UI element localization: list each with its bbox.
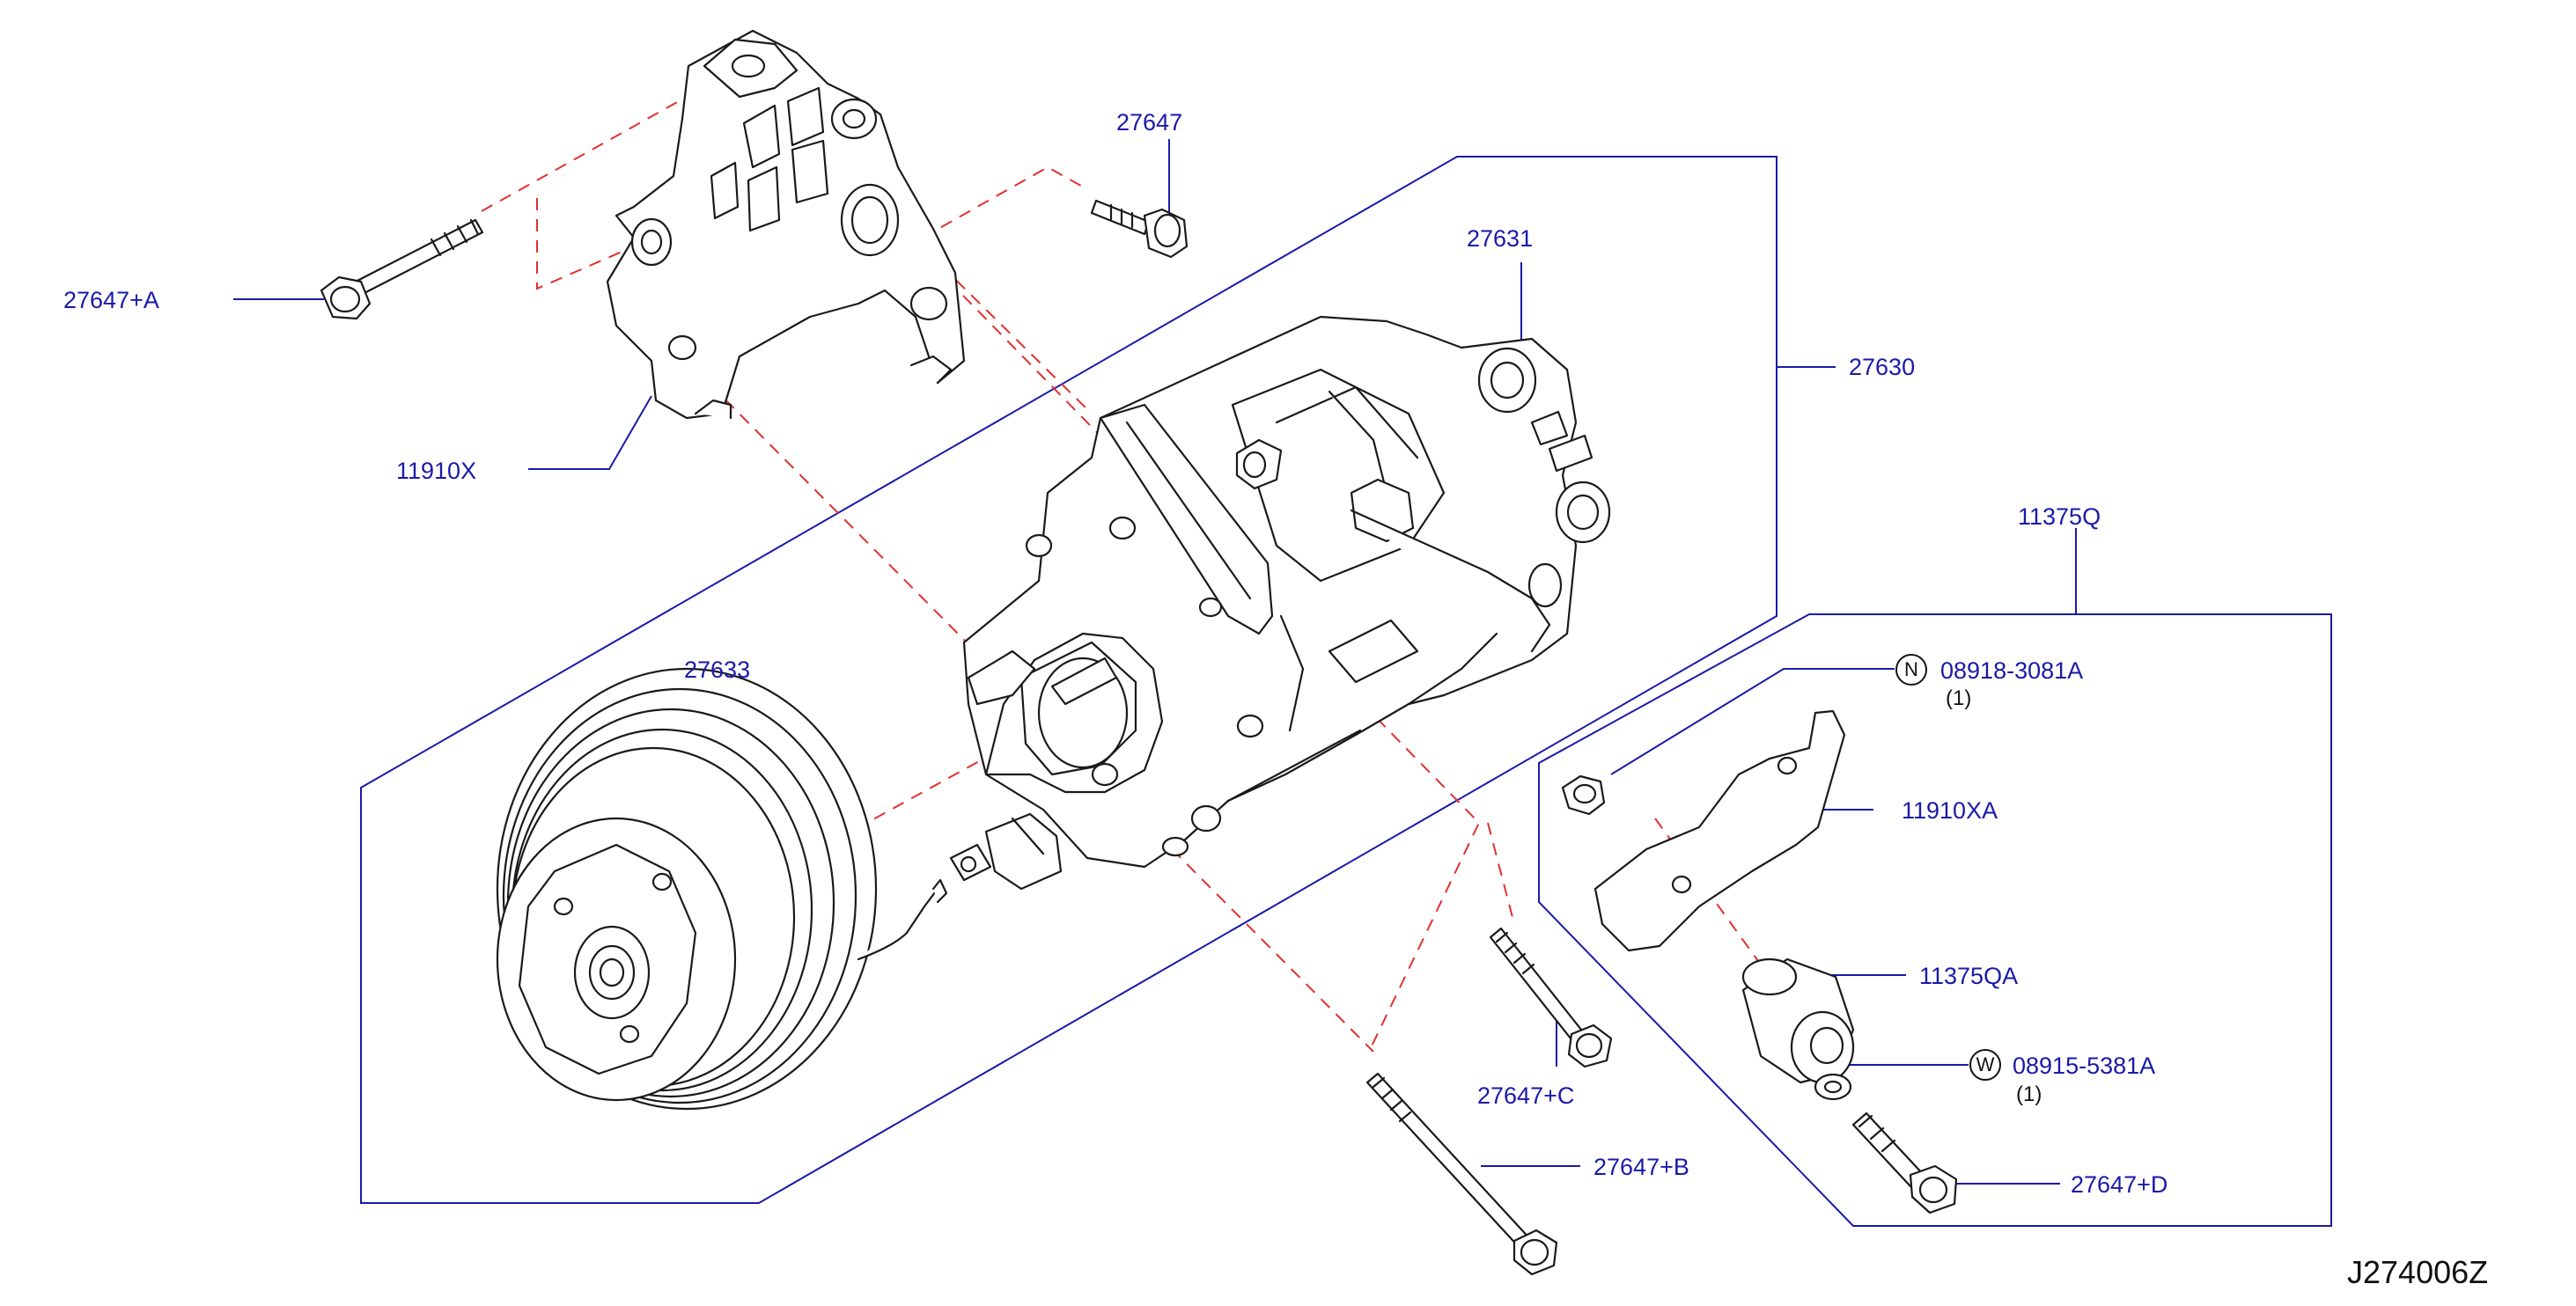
label-27647: 27647 [1116,109,1183,136]
bolt-27647-drawing [1090,199,1189,259]
bolt-27647c-drawing [1489,927,1613,1068]
compressor-27631-drawing [962,315,1611,869]
bracket-11910xa-drawing [1593,709,1846,952]
phantom-line [1487,822,1515,925]
qty-08915: (1) [2016,1082,2042,1106]
nut-08918-drawing [1561,774,1606,816]
washer-08915-drawing [1814,1073,1852,1101]
bolt-27647d-drawing [1851,1112,1958,1214]
label-27647c: 27647+C [1477,1082,1575,1109]
insulator-11375qa-drawing [1741,957,1855,1084]
label-27633: 27633 [684,657,751,683]
phantom-line [536,198,635,290]
phantom-line [922,165,1088,238]
nut-badge: N [1895,654,1927,686]
qty-08918: (1) [1946,686,1972,710]
label-27647b: 27647+B [1593,1154,1689,1180]
label-11910x: 11910X [396,458,477,484]
leader-11910x [528,395,652,470]
label-27647a: 27647+A [63,287,159,313]
assembly-boundary-27630 [360,156,1777,1204]
phantom-line [888,219,1481,1053]
label-08918: 08918-3081A [1940,657,2084,684]
assembly-boundary-11375q [1538,613,2332,1227]
washer-badge: W [1969,1049,2001,1081]
leader-08918 [1610,668,1895,775]
clutch-pulley-27633-drawing [496,667,948,1111]
label-27647d: 27647+D [2071,1171,2168,1198]
connector-drawing [949,812,1063,891]
label-11375qa: 11375QA [1919,963,2019,989]
bolt-27647b-drawing [1365,1072,1558,1276]
label-11910xa: 11910XA [1902,797,1998,824]
label-11375q: 11375Q [2018,503,2101,530]
label-27630: 27630 [1849,354,1916,380]
bracket-11910x-drawing [606,29,966,420]
diagram-code: J274006Z [2347,1254,2489,1290]
label-08915: 08915-5381A [2013,1053,2156,1079]
bolt-27647a-drawing [320,218,484,320]
phantom-line [481,96,688,212]
label-27631: 27631 [1467,225,1534,252]
